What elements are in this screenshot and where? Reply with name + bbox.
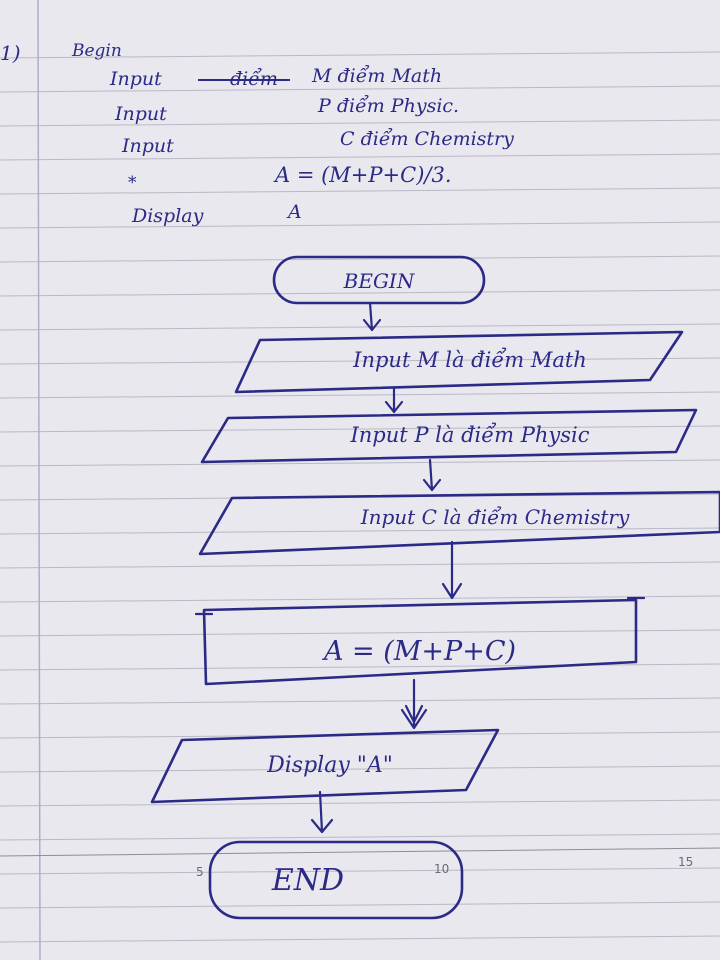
pseudocode-keyword: Input <box>121 135 174 157</box>
pseudocode-text: P điểm Physic. <box>317 95 459 117</box>
arrow <box>384 386 404 414</box>
ruler-tick-label: 15 <box>678 855 693 869</box>
end-label: END <box>271 863 344 898</box>
pseudocode-keyword: Input <box>109 68 162 90</box>
input-p-label: Input P là điểm Physic <box>349 423 589 447</box>
end-terminator <box>208 840 464 920</box>
display-label: Display "A" <box>266 753 393 778</box>
input-m-label: Input M là điểm Math <box>352 348 587 372</box>
pseudocode-keyword: Input <box>114 103 167 125</box>
question-number: 1) <box>0 41 21 65</box>
ruler-tick-label: 5 <box>196 865 204 879</box>
arrow <box>400 678 428 730</box>
ruler-tick-label: 10 <box>434 862 449 876</box>
pseudocode-line: Input P điểm Physic. <box>114 95 459 125</box>
pseudocode-line: Input điểm M điểm Math <box>109 65 442 90</box>
arrow <box>310 790 334 834</box>
input-c-label: Input C là điểm Chemistry <box>360 505 630 529</box>
pseudocode-text: A = (M+P+C)/3. <box>273 163 452 187</box>
ruler-edge <box>0 847 720 857</box>
begin-terminator <box>272 255 486 305</box>
begin-label: BEGIN <box>343 269 416 293</box>
margin-line <box>37 0 41 960</box>
pseudocode-line: Input C điểm Chemistry <box>121 128 514 157</box>
arrow <box>362 301 382 332</box>
input-p-parallelogram <box>200 408 698 464</box>
pseudocode-line: * A = (M+P+C)/3. <box>128 163 452 193</box>
process-rectangle <box>202 598 638 686</box>
arrow <box>422 458 442 492</box>
pseudocode-text: C điểm Chemistry <box>340 128 514 150</box>
pseudocode-text: A <box>286 201 302 223</box>
pseudocode-text: M điểm Math <box>311 65 442 87</box>
pseudocode-begin: Begin <box>71 41 122 61</box>
arrow <box>441 540 463 600</box>
pseudocode-keyword: * <box>128 173 137 193</box>
input-c-parallelogram <box>198 490 720 556</box>
pseudocode-line: Display A <box>131 201 302 227</box>
display-parallelogram <box>150 728 500 804</box>
process-label: A = (M+P+C) <box>321 636 516 667</box>
flowchart: BEGIN Input M là điểm Math Input P là đi… <box>150 255 720 920</box>
input-m-parallelogram <box>234 330 684 394</box>
pseudocode-keyword: Display <box>131 205 204 227</box>
